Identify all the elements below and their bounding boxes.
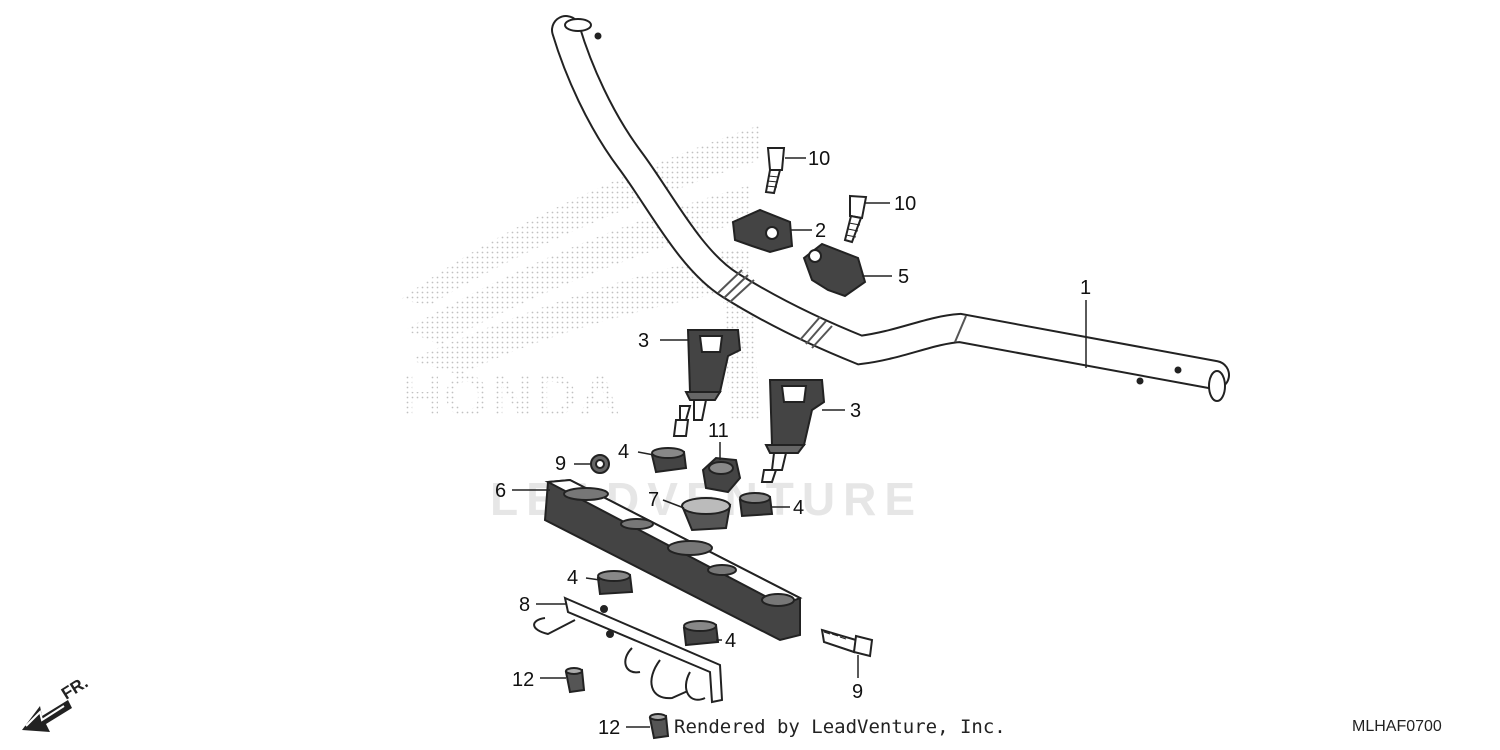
callout-11: 11 xyxy=(708,420,729,442)
handlebar xyxy=(551,15,1230,402)
grommet-a xyxy=(564,667,586,694)
svg-text:HONDA: HONDA xyxy=(400,364,623,429)
callout-4b: 4 xyxy=(793,497,804,519)
bridge-plate xyxy=(543,478,803,642)
grommet-b xyxy=(648,713,670,740)
nut xyxy=(701,456,742,494)
riser-right xyxy=(760,379,826,483)
callout-9b: 9 xyxy=(852,681,863,703)
callout-12a: 12 xyxy=(512,669,534,691)
callout-labels: 1 10 10 2 5 3 3 11 4 9 6 7 4 4 8 4 9 12 … xyxy=(495,148,1091,739)
front-direction-arrow-icon: FR. xyxy=(22,673,91,732)
upper-holder-a xyxy=(731,208,794,254)
bolt-small xyxy=(590,454,610,474)
collar xyxy=(681,497,732,532)
callout-1: 1 xyxy=(1080,277,1091,299)
bushing-b xyxy=(738,492,774,518)
callout-3b: 3 xyxy=(850,400,861,422)
direction-label: FR. xyxy=(58,673,91,704)
render-credit: Rendered by LeadVenture, Inc. xyxy=(674,716,1006,738)
bushing-d xyxy=(682,620,720,647)
callout-4d: 4 xyxy=(725,630,736,652)
bolt-top-right xyxy=(843,194,868,244)
callout-7: 7 xyxy=(648,489,659,511)
callout-10b: 10 xyxy=(894,193,916,215)
bushing-c xyxy=(596,570,634,596)
bushing-a xyxy=(650,447,688,474)
bracket xyxy=(533,596,724,704)
callout-12b: 12 xyxy=(598,717,620,739)
callout-8: 8 xyxy=(519,594,530,616)
callout-10a: 10 xyxy=(808,148,830,170)
diagram-code: MLHAF0700 xyxy=(1352,718,1442,735)
callout-3a: 3 xyxy=(638,330,649,352)
callout-5: 5 xyxy=(898,266,909,288)
bolt-bottom xyxy=(820,628,874,658)
honda-wing-logo: HONDA xyxy=(400,125,760,429)
upper-holder-b xyxy=(802,242,867,298)
callout-9a: 9 xyxy=(555,453,566,475)
riser-left xyxy=(672,329,742,437)
callout-6: 6 xyxy=(495,480,506,502)
callout-2: 2 xyxy=(815,220,826,242)
bolt-top-left xyxy=(764,147,786,195)
leader-lines xyxy=(512,157,1087,728)
callout-4c: 4 xyxy=(567,567,578,589)
callout-4a: 4 xyxy=(618,441,629,463)
